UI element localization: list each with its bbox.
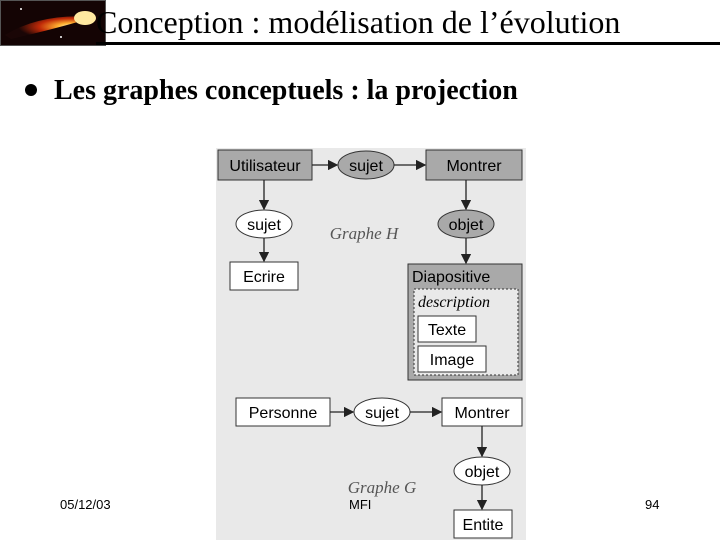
- slide-title: Conception : modélisation de l’évolution: [96, 2, 720, 45]
- description-label: description: [418, 294, 490, 311]
- relation-objet-g-label: objet: [465, 464, 500, 481]
- concept-personne-label: Personne: [249, 405, 318, 422]
- relation-sujet-g-label: sujet: [365, 405, 399, 422]
- graph-h-label: Graphe H: [330, 224, 400, 243]
- concept-diapositive-label: Diapositive: [412, 269, 490, 286]
- logo: [0, 0, 106, 46]
- concept-image-label: Image: [430, 352, 475, 369]
- concept-utilisateur-label: Utilisateur: [229, 158, 301, 175]
- concept-montrer-g-label: Montrer: [454, 405, 510, 422]
- footer-center: MFI: [349, 497, 372, 512]
- conceptual-graph-figure: Utilisateur sujet Montrer sujet Ecrire G…: [216, 148, 526, 540]
- concept-utilisateur: [217, 149, 313, 181]
- concept-personne: [235, 397, 331, 427]
- footer-date: 05/12/03: [60, 497, 111, 512]
- footer-page-number: 94: [645, 497, 660, 512]
- relation-sujet-top-label: sujet: [349, 158, 383, 175]
- concept-montrer-h-label: Montrer: [446, 158, 502, 175]
- concept-ecrire-label: Ecrire: [243, 269, 285, 286]
- bullet-text: Les graphes conceptuels : la projection: [54, 75, 518, 106]
- concept-image: [417, 345, 487, 373]
- relation-sujet-left-label: sujet: [247, 217, 281, 234]
- bullet-icon: [25, 84, 37, 96]
- concept-entite-label: Entite: [463, 517, 504, 534]
- concept-montrer-g: [441, 397, 523, 427]
- concept-texte: [417, 315, 477, 343]
- comet-logo-icon: [1, 1, 105, 45]
- relation-objet-h-label: objet: [449, 217, 484, 234]
- concept-entite: [453, 509, 513, 539]
- graph-g-label: Graphe G: [348, 478, 416, 497]
- graph-diagram: Utilisateur sujet Montrer sujet Ecrire G…: [217, 149, 523, 539]
- concept-texte-label: Texte: [428, 322, 466, 339]
